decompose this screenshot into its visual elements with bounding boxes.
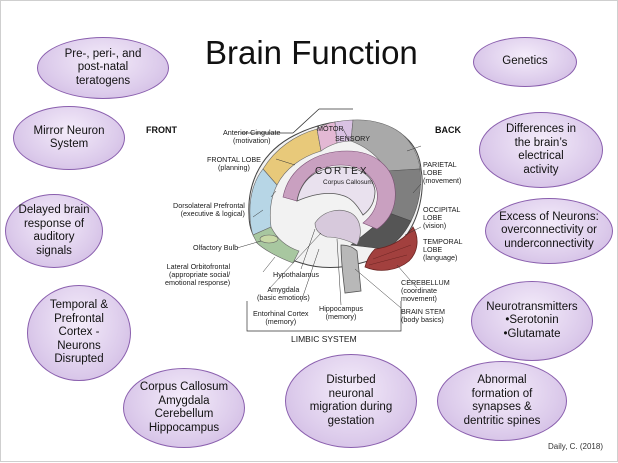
label-brain-stem: BRAIN STEM (body basics) — [401, 307, 445, 325]
label-parietal-lobe: PARIETAL LOBE (movement) — [423, 160, 462, 186]
label-olfactory-bulb: Olfactory Bulb — [193, 243, 239, 252]
oval-temporal-prefrontal: Temporal & Prefrontal Cortex - Neurons D… — [27, 285, 131, 381]
label-amygdala: Amygdala (basic emotions) — [257, 285, 310, 303]
oval-genetics-text: Genetics — [502, 55, 548, 68]
oval-neuronal-migration: Disturbed neuronal migration during gest… — [285, 354, 417, 448]
label-motor: MOTOR — [317, 124, 344, 133]
oval-corpus-callosum: Corpus Callosum Amygdala Cerebellum Hipp… — [123, 368, 245, 448]
label-temporal-lobe: TEMPORAL LOBE (language) — [423, 237, 463, 263]
oval-teratogens-text: Pre-, peri-, and post-natal teratogens — [64, 47, 142, 87]
oval-mirror-neuron: Mirror Neuron System — [13, 106, 125, 170]
oval-genetics: Genetics — [473, 37, 577, 87]
label-lateral-orbitofrontal: Lateral Orbitofrontal (appropriate socia… — [165, 262, 231, 288]
brain-stem — [340, 244, 362, 294]
oval-teratogens: Pre-, peri-, and post-natal teratogens — [37, 37, 169, 99]
oval-electrical-activity: Differences in the brain’s electrical ac… — [479, 112, 603, 188]
olfactory-bulb — [259, 234, 279, 244]
label-sensory: SENSORY — [335, 134, 371, 143]
oval-temporal-prefrontal-text: Temporal & Prefrontal Cortex - Neurons D… — [49, 299, 109, 366]
label-cortex: CORTEX — [315, 166, 369, 177]
label-back: BACK — [435, 125, 461, 135]
label-cerebellum: CEREBELLUM (coordinate movement) — [401, 278, 450, 304]
label-corpus-callosum-diagram: Corpus Callosum — [323, 179, 373, 186]
oval-electrical-activity-text: Differences in the brain’s electrical ac… — [505, 123, 577, 176]
label-hippocampus: Hippocampus (memory) — [319, 304, 363, 322]
label-limbic-system: LIMBIC SYSTEM — [291, 334, 357, 344]
credit-text: Daily, C. (2018) — [548, 442, 603, 451]
oval-synapses-text: Abnormal formation of synapses & dentrit… — [463, 374, 541, 427]
oval-mirror-neuron-text: Mirror Neuron System — [33, 124, 105, 151]
cerebellum — [364, 226, 418, 271]
oval-neuronal-migration-text: Disturbed neuronal migration during gest… — [309, 374, 393, 427]
oval-excess-neurons: Excess of Neurons: overconnectivity or u… — [485, 198, 613, 264]
cingulate-region — [282, 150, 396, 230]
oval-neurotransmitters: Neurotransmitters •Serotonin •Glutamate — [471, 281, 593, 361]
oval-delayed-response: Delayed brain response of auditory signa… — [5, 194, 103, 268]
oval-synapses: Abnormal formation of synapses & dentrit… — [437, 361, 567, 441]
prefrontal-region — [249, 168, 278, 236]
oval-corpus-callosum-text: Corpus Callosum Amygdala Cerebellum Hipp… — [139, 381, 229, 434]
label-dorsolateral-prefrontal: Dorsolateral Prefrontal (executive & log… — [173, 201, 245, 219]
label-entorhinal-cortex: Entorhinal Cortex (memory) — [253, 309, 309, 327]
slide-title: Brain Function — [205, 34, 418, 71]
label-front: FRONT — [146, 125, 177, 135]
hippocampus — [314, 210, 361, 246]
oval-neurotransmitters-text: Neurotransmitters •Serotonin •Glutamate — [486, 300, 578, 340]
corpus-callosum — [296, 166, 376, 216]
parietal-lobe — [350, 119, 421, 172]
label-hypothalamus: Hypothalamus — [273, 270, 319, 279]
oval-delayed-response-text: Delayed brain response of auditory signa… — [18, 204, 90, 257]
oval-excess-neurons-text: Excess of Neurons: overconnectivity or u… — [499, 210, 599, 250]
label-anterior-cingulate: Anterior Cingulate (motivation) — [223, 128, 281, 146]
label-occipital-lobe: OCCIPITAL LOBE (vision) — [423, 205, 461, 231]
label-frontal-lobe: FRONTAL LOBE (planning) — [207, 155, 261, 173]
